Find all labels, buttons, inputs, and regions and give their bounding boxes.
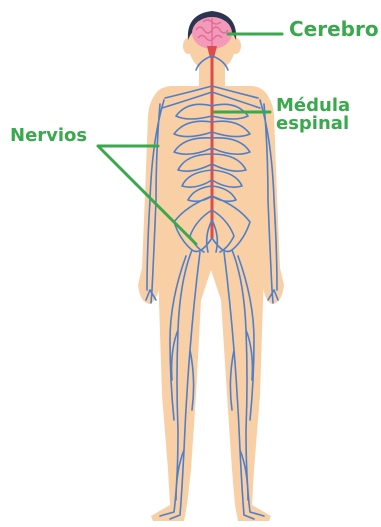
nerves-label: Nervios [10,127,87,145]
spinal-cord-label-line2: espinal [276,115,350,133]
brain-label: Cerebro [289,19,379,39]
ear-right [231,38,241,54]
spinal-cord-label: Médula espinal [276,97,350,134]
ear-left [183,38,193,54]
